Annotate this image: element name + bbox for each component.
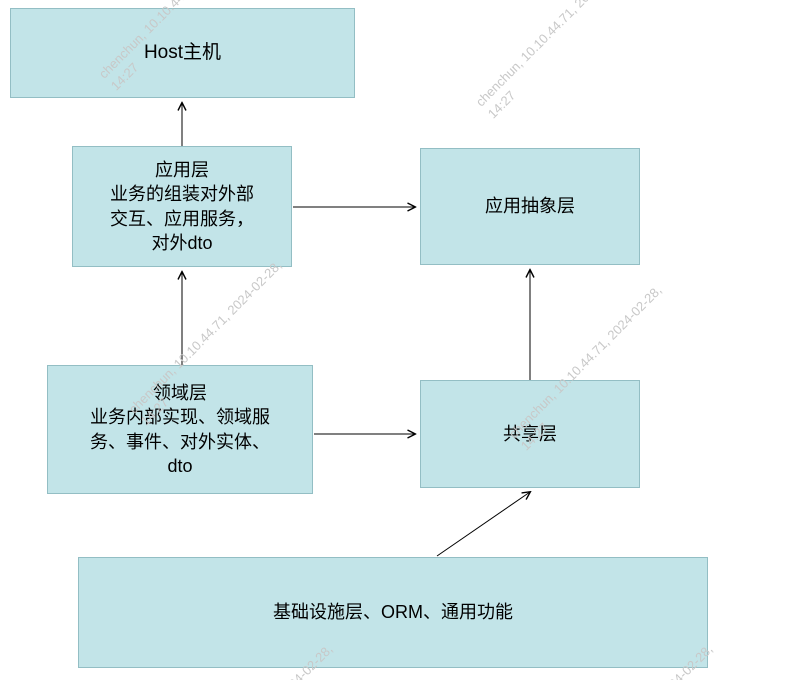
node-infrastructure-layer: 基础设施层、ORM、通用功能 bbox=[78, 557, 708, 668]
node-application-abstract-layer-label: 应用抽象层 bbox=[485, 196, 575, 217]
node-domain-layer-label: 领域层 业务内部实现、领域服 务、事件、对外实体、 dto bbox=[90, 382, 270, 476]
node-shared-layer-label: 共享层 bbox=[503, 423, 557, 444]
node-shared-layer: 共享层 bbox=[420, 380, 640, 488]
arrow-infra-to-shared bbox=[436, 492, 530, 557]
node-application-abstract-layer: 应用抽象层 bbox=[420, 148, 640, 265]
watermark-stamp: chenchun, 10.10.44.71, 2024-02-28, 14:27 bbox=[472, 0, 644, 122]
watermark-line2: 14:27 bbox=[484, 87, 519, 122]
node-domain-layer: 领域层 业务内部实现、领域服 务、事件、对外实体、 dto bbox=[47, 365, 313, 494]
node-host: Host主机 bbox=[10, 8, 355, 98]
node-host-label: Host主机 bbox=[143, 42, 222, 64]
node-application-layer: 应用层 业务的组装对外部 交互、应用服务， 对外dto bbox=[72, 146, 292, 267]
node-infrastructure-layer-label: 基础设施层、ORM、通用功能 bbox=[273, 602, 513, 623]
watermark-line1: chenchun, 10.10.44.71, 2024-02-28, bbox=[472, 0, 632, 110]
node-application-layer-label: 应用层 业务的组装对外部 交互、应用服务， 对外dto bbox=[110, 159, 254, 253]
